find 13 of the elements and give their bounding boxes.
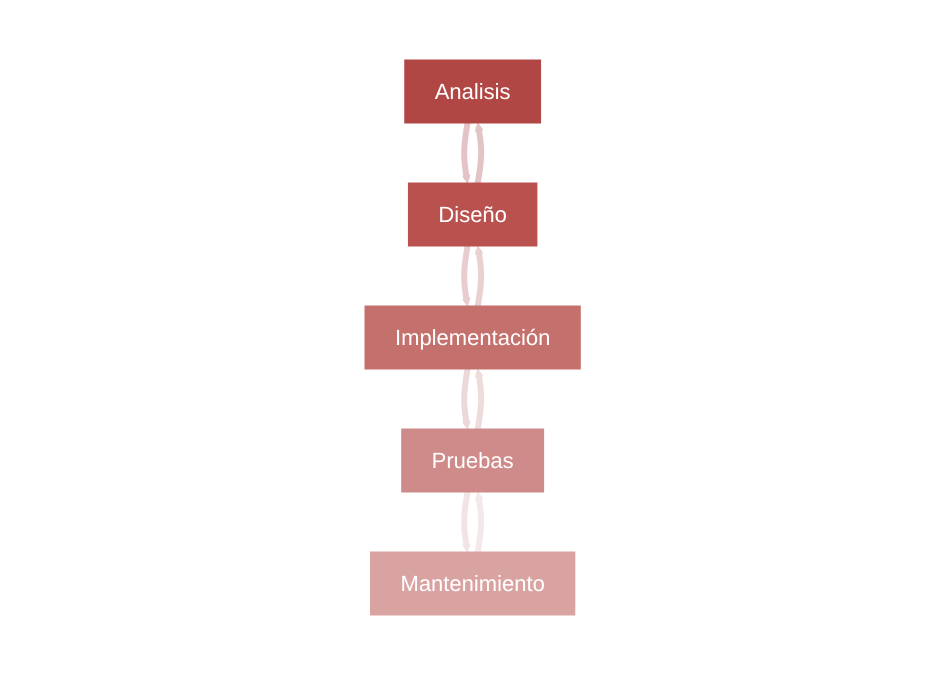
arrow [474,122,484,183]
arrow [461,122,470,183]
node-box: Mantenimiento [370,551,576,615]
arrow [474,245,484,306]
arrow [474,491,484,552]
arrow [461,491,470,552]
node-box: Diseño [408,182,538,246]
arrow [461,368,470,429]
node-box: Pruebas [401,428,544,492]
arrow [474,368,484,429]
node-box: Analisis [404,59,541,123]
arrow [461,245,470,306]
node-box: Implementación [364,305,581,369]
